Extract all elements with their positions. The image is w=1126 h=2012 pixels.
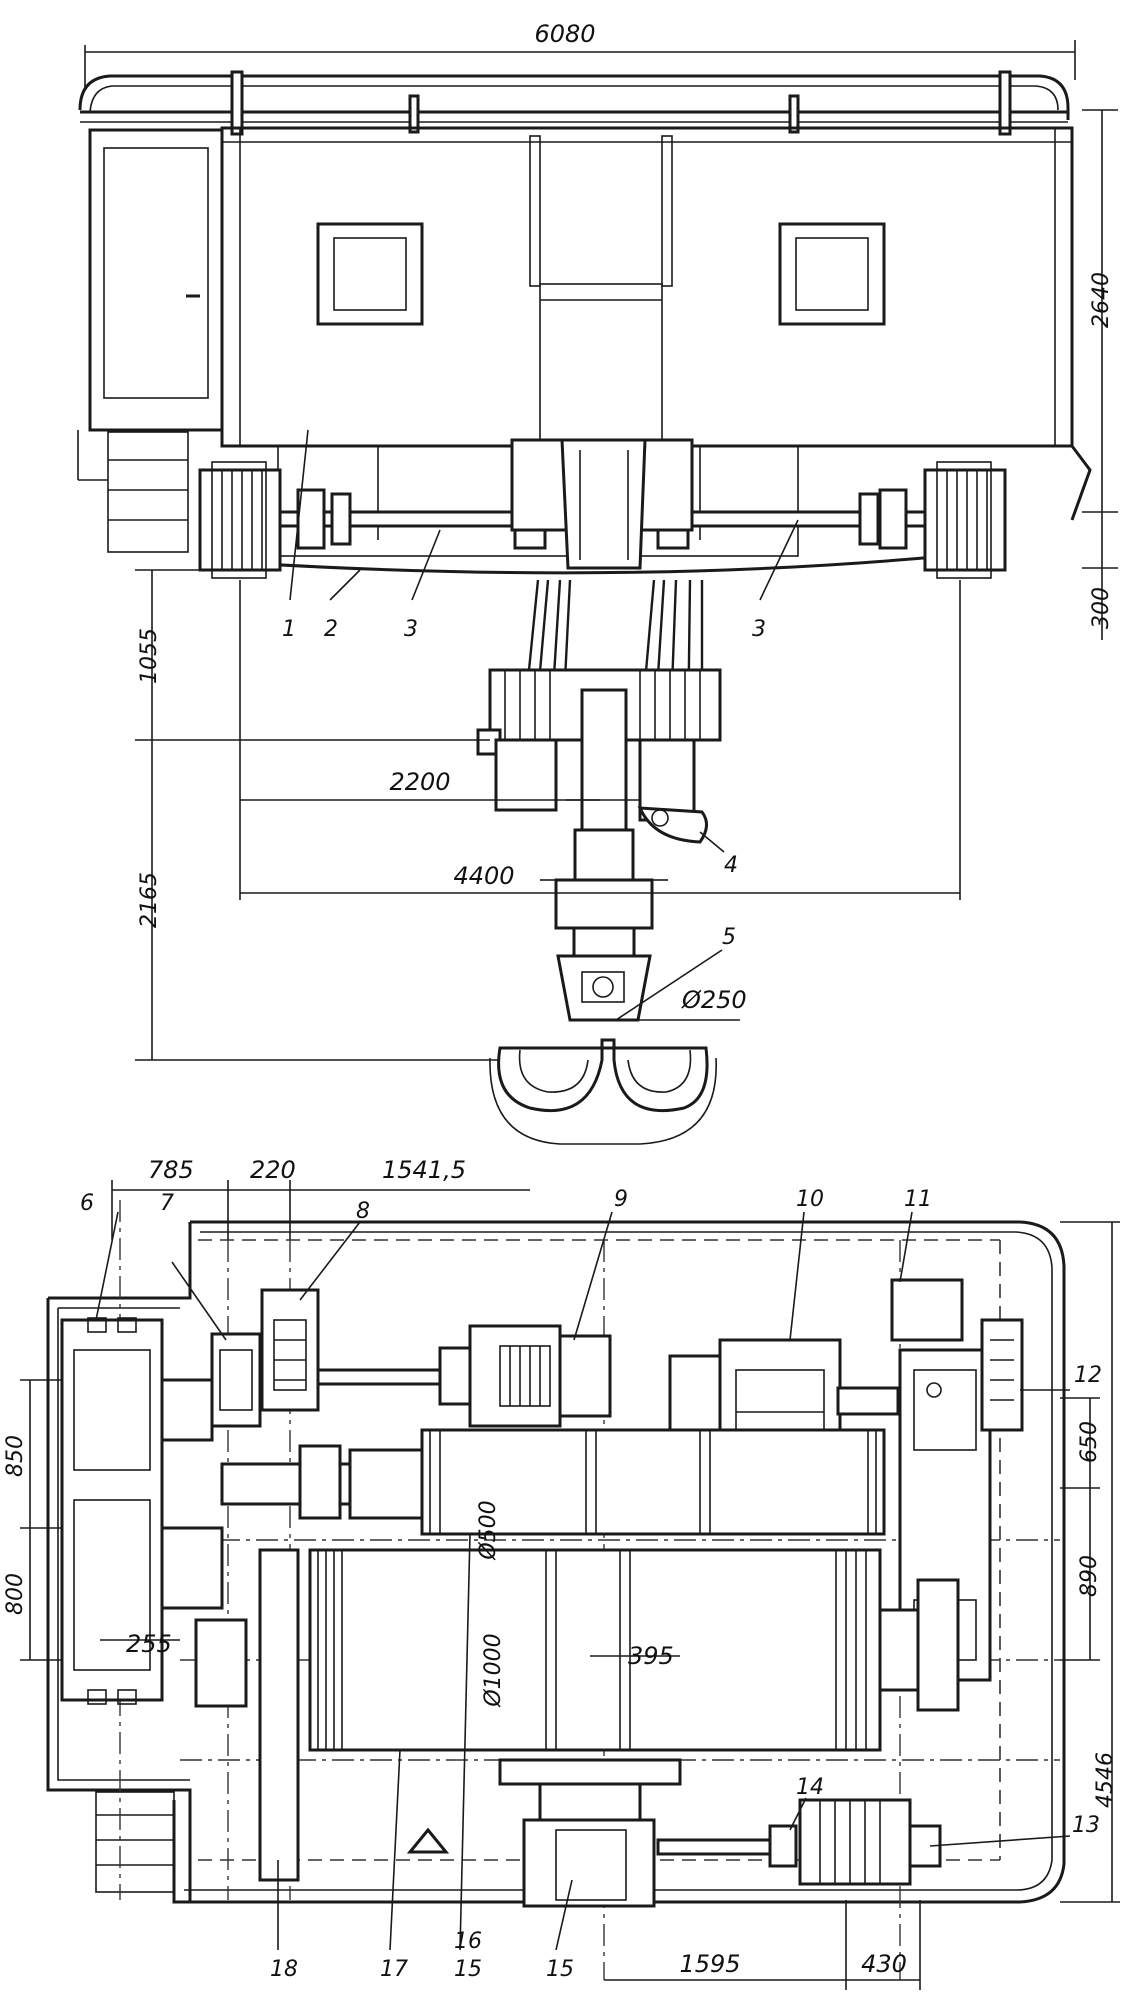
- dim-395: 395: [628, 1642, 674, 1670]
- dim-255: 255: [126, 1630, 172, 1658]
- callout-1: 1: [282, 617, 296, 642]
- cab-window-left: [316, 222, 424, 326]
- callout-9: 9: [614, 1187, 628, 1212]
- callout-15-right: 15: [546, 1957, 574, 1982]
- large-drum: [194, 1548, 960, 1882]
- callout-14: 14: [796, 1775, 824, 1800]
- callout-5: 5: [722, 925, 736, 950]
- dim-6080: 6080: [534, 20, 595, 48]
- left-stairs: [77, 430, 189, 553]
- roof-handrail: [78, 70, 1070, 136]
- elevation-view: 6080: [77, 20, 1118, 1145]
- callout-15-left: 15: [454, 1957, 482, 1982]
- dim-890: 890: [1077, 1555, 1102, 1597]
- plan-view: 785 220 1541,5: [3, 1156, 1120, 1990]
- left-gearbox: [60, 1317, 224, 1705]
- dim-2640: 2640: [1089, 272, 1114, 328]
- plan-bottom-dimensions: 1595 430: [604, 1900, 921, 1990]
- central-gear-housing: [560, 438, 647, 570]
- dimension-span: 2200 4400: [239, 580, 961, 900]
- callout-7: 7: [160, 1191, 174, 1216]
- dim-785: 785: [148, 1156, 194, 1184]
- callout-2: 2: [324, 617, 338, 642]
- hook-block: [476, 668, 722, 1145]
- dim-4400: 4400: [453, 862, 514, 890]
- dim-2200: 2200: [389, 768, 450, 796]
- cab-window-right: [778, 222, 886, 326]
- trolley-motor: [468, 1324, 612, 1428]
- dim-220: 220: [250, 1156, 296, 1184]
- dimension-width-total: 6080: [84, 20, 1076, 90]
- dim-hook-diameter: Ø250: [681, 986, 747, 1014]
- callout-13: 13: [1072, 1813, 1100, 1838]
- brake-coupling-assembly: [210, 1288, 472, 1428]
- callout-12: 12: [1074, 1363, 1102, 1388]
- plan-top-dimensions: 785 220 1541,5: [111, 1156, 530, 1240]
- dim-1595: 1595: [679, 1950, 740, 1978]
- callout-8: 8: [356, 1199, 370, 1224]
- callout-16: 16: [454, 1929, 482, 1954]
- dim-430: 430: [861, 1950, 907, 1978]
- callout-3-right: 3: [752, 617, 766, 642]
- callout-6: 6: [80, 1191, 94, 1216]
- dim-1055: 1055: [137, 628, 162, 684]
- dim-300: 300: [1089, 587, 1114, 629]
- dim-650: 650: [1077, 1421, 1102, 1463]
- callout-11: 11: [904, 1187, 932, 1212]
- dim-850: 850: [3, 1435, 28, 1477]
- callout-3-left: 3: [404, 617, 418, 642]
- dim-drum-large: Ø1000: [481, 1633, 506, 1707]
- small-drum: [220, 1428, 886, 1536]
- dim-4546: 4546: [1093, 1752, 1118, 1808]
- right-wheel-assembly: [923, 461, 1007, 579]
- travel-mechanism: [406, 1758, 942, 1908]
- dim-800: 800: [3, 1573, 28, 1615]
- dim-drum-small: Ø500: [476, 1500, 501, 1560]
- elevation-leaders: [289, 429, 799, 1021]
- dimension-right-height: 2640 300: [1082, 109, 1118, 640]
- callout-10: 10: [796, 1187, 824, 1212]
- callout-18: 18: [270, 1957, 298, 1982]
- dimension-left-heights: 1055 2165: [135, 569, 500, 1061]
- callout-4: 4: [724, 853, 738, 878]
- plan-leaders: [95, 1211, 1071, 1951]
- double-hook: [497, 1038, 709, 1113]
- dim-1541: 1541,5: [382, 1156, 466, 1184]
- left-wheel-assembly: [198, 461, 282, 579]
- plan-left-dimensions: 850 800: [3, 1379, 62, 1661]
- trolley-frame: [199, 438, 1006, 575]
- plan-right-dimensions: 650 890 4546: [1060, 1221, 1120, 1903]
- callout-17: 17: [380, 1957, 408, 1982]
- dim-2165: 2165: [137, 872, 162, 928]
